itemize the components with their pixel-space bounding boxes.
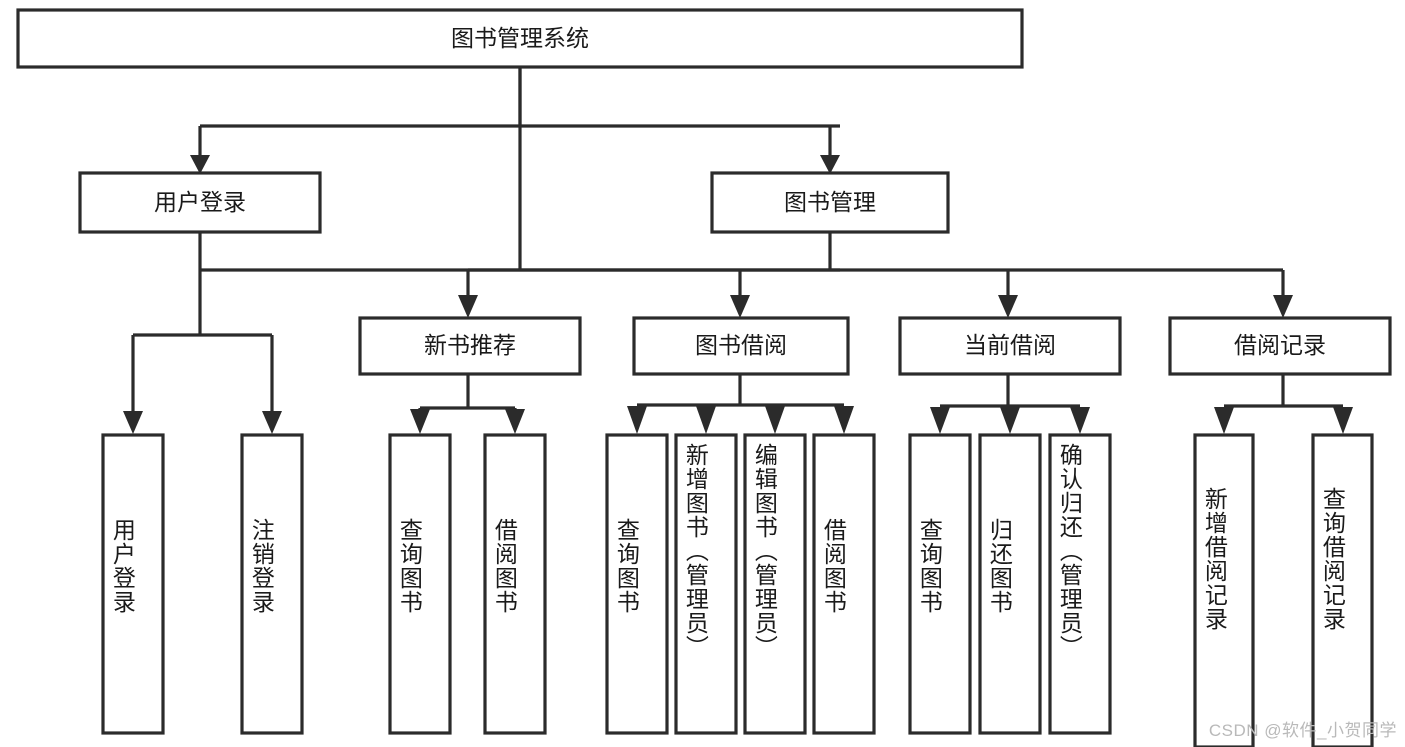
leaf-label-edit-book: 编辑图书（管理员） (751, 443, 778, 659)
leaf-label-query-book-2: 查询图书 (613, 518, 640, 614)
leaf-box-borrow-book-2[interactable] (812, 433, 876, 735)
arrow-current-1-icon (930, 407, 950, 434)
node-box-book-borrow[interactable] (632, 316, 850, 376)
arrow-records-icon (1273, 295, 1293, 318)
connector-current-children (930, 374, 1090, 434)
leaf-box-add-record[interactable] (1193, 433, 1255, 747)
node-box-user-login[interactable] (78, 171, 322, 234)
leaf-box-query-record[interactable] (1311, 433, 1374, 747)
leaf-label-query-book-3: 查询图书 (916, 518, 943, 614)
node-label-borrow-records: 借阅记录 (1234, 332, 1326, 358)
arrow-to-user-login-icon (190, 155, 210, 174)
node-box-root[interactable] (16, 8, 1024, 69)
arrow-newbooks-1-icon (410, 409, 430, 434)
node-label-root: 图书管理系统 (451, 25, 589, 51)
node-label-user-login: 用户登录 (154, 189, 246, 215)
connector-book-mgmt-children (458, 232, 1293, 318)
arrow-current-2-icon (1000, 407, 1020, 434)
connector-records-children (1214, 374, 1353, 434)
arrow-borrow-4-icon (834, 406, 854, 434)
connector-user-login-children (123, 232, 282, 434)
leaf-label-add-record: 新增借阅记录 (1201, 487, 1228, 631)
leaf-box-query-book-1[interactable] (388, 433, 452, 735)
leaf-label-query-book-1: 查询图书 (396, 518, 423, 614)
arrow-borrow-2-icon (696, 406, 716, 434)
node-box-new-book-recommend[interactable] (358, 316, 582, 376)
node-label-book-borrow: 图书借阅 (695, 332, 787, 358)
watermark: CSDN @软件_小贺同学 (1208, 721, 1397, 740)
connector-root-branches (190, 67, 840, 174)
arrow-current-3-icon (1070, 407, 1090, 434)
leaf-label-add-book: 新增图书（管理员） (682, 443, 709, 659)
leaf-box-return-book[interactable] (978, 433, 1042, 735)
leaf-label-user-login: 用户登录 (109, 518, 136, 614)
leaf-box-query-book-3[interactable] (908, 433, 972, 735)
leaf-label-borrow-book-1: 借阅图书 (491, 518, 518, 614)
node-box-current-borrow[interactable] (898, 316, 1122, 376)
arrow-records-1-icon (1214, 407, 1234, 434)
arrow-user-login-2-icon (262, 411, 282, 434)
arrow-records-2-icon (1333, 407, 1353, 434)
arrow-newbooks-2-icon (505, 409, 525, 434)
connector-newbooks-children (410, 374, 525, 434)
leaf-label-query-record: 查询借阅记录 (1319, 487, 1346, 631)
node-label-new-book-recommend: 新书推荐 (424, 332, 516, 358)
node-box-borrow-records[interactable] (1168, 316, 1392, 376)
leaf-label-logout: 注销登录 (248, 518, 275, 614)
leaf-label-borrow-book-2: 借阅图书 (820, 518, 847, 614)
leaf-box-confirm-return[interactable] (1048, 433, 1112, 735)
arrow-borrow-3-icon (765, 406, 785, 434)
arrow-user-login-1-icon (123, 411, 143, 434)
arrow-borrow-1-icon (627, 406, 647, 434)
node-label-current-borrow: 当前借阅 (964, 332, 1056, 358)
leaf-box-user-login[interactable] (101, 433, 165, 735)
arrow-newbooks-icon (458, 295, 478, 318)
leaf-box-add-book[interactable] (674, 433, 738, 735)
connector-borrow-children (627, 374, 854, 434)
leaf-label-return-book: 归还图书 (986, 518, 1013, 614)
leaf-box-query-book-2[interactable] (605, 433, 669, 735)
leaf-box-logout[interactable] (240, 433, 304, 735)
leaf-box-borrow-book-1[interactable] (483, 433, 547, 735)
node-label-book-management: 图书管理 (784, 189, 876, 215)
leaf-box-edit-book[interactable] (743, 433, 807, 735)
leaf-label-confirm-return: 确认归还（管理员） (1056, 443, 1083, 659)
arrow-to-book-mgmt-icon (820, 155, 840, 174)
arrow-current-icon (998, 295, 1018, 318)
arrow-borrow-icon (730, 295, 750, 318)
node-box-book-management[interactable] (710, 171, 950, 234)
